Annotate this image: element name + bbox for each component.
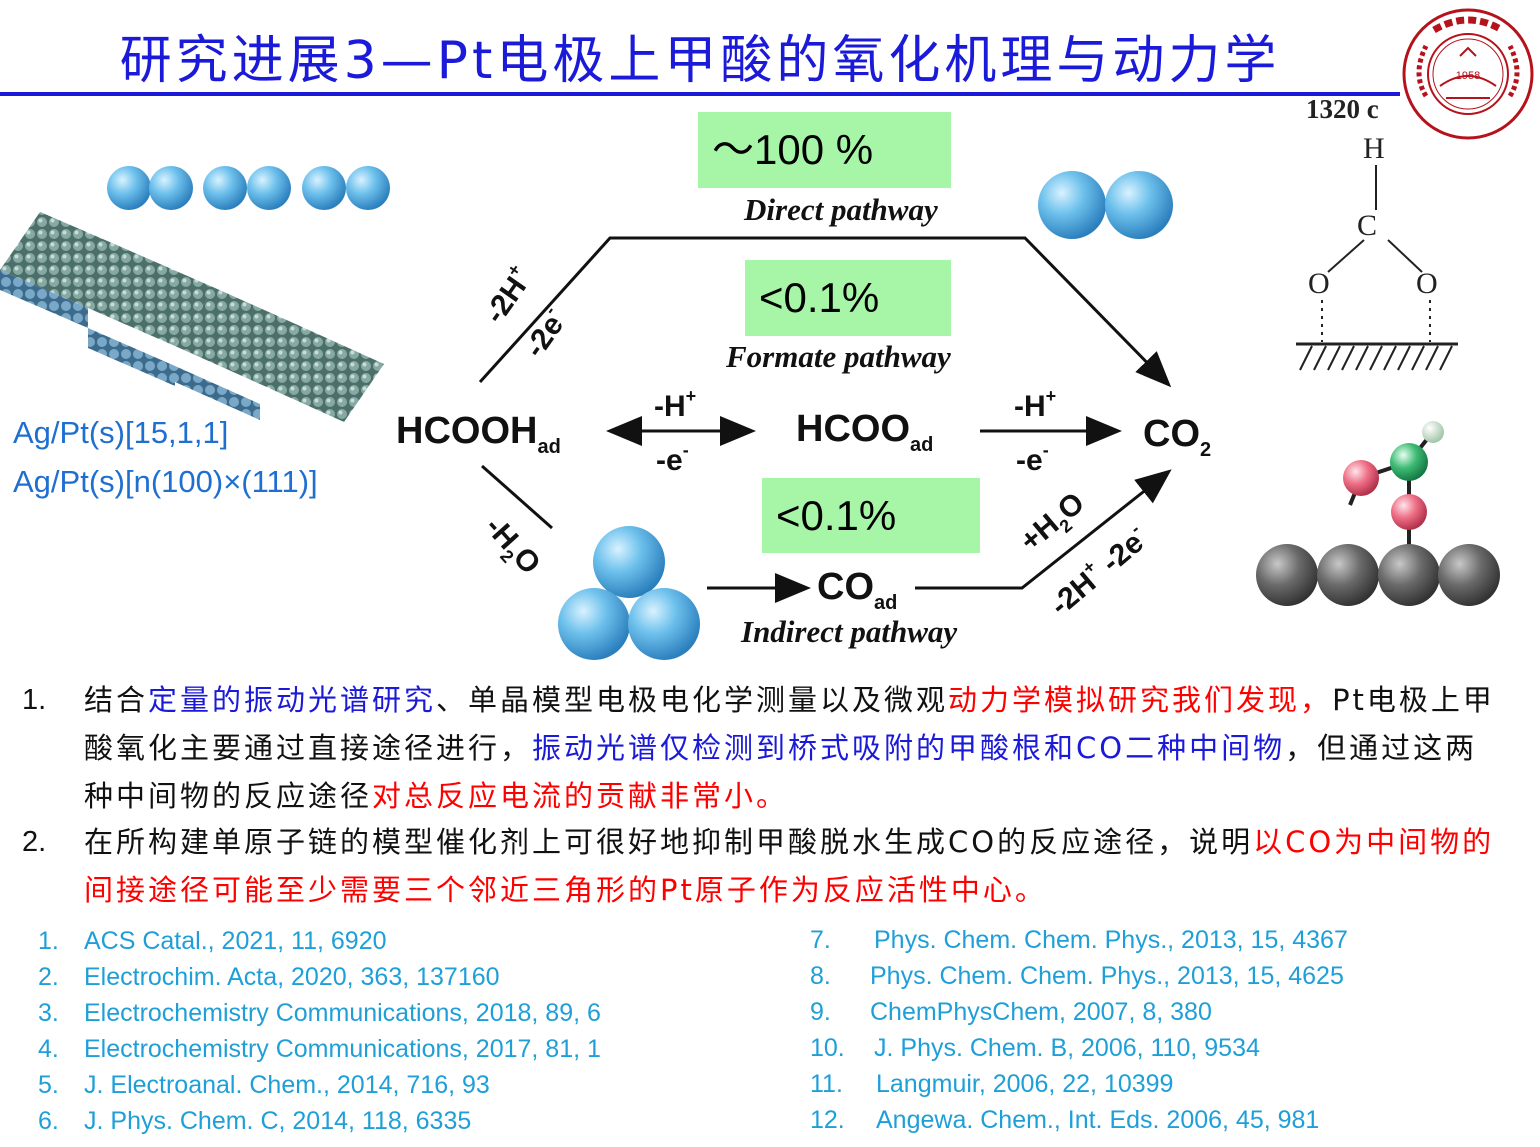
- step-minus-e-left: -e-: [656, 440, 689, 477]
- wavenumber-label: 1320 c: [1306, 94, 1379, 124]
- reference-item: 4.Electrochemistry Communications, 2017,…: [38, 1035, 601, 1063]
- references-right: 7.Phys. Chem. Chem. Phys., 2013, 15, 436…: [810, 922, 1348, 1138]
- species-co2: CO2: [1143, 413, 1212, 461]
- reference-item: 5.J. Electroanal. Chem., 2014, 716, 93: [38, 1071, 490, 1099]
- indirect-pathway-percent: <0.1%: [762, 478, 980, 553]
- direct-pathway-percent: ～100 %: [698, 112, 951, 188]
- dehydration-line: [481, 464, 553, 530]
- atom-h-label: H: [1363, 132, 1385, 165]
- surface-label-1: Ag/Pt(s)[15,1,1]: [13, 415, 229, 450]
- species-co-ad: COad: [817, 566, 898, 614]
- adsorbate-ball-model: [1256, 421, 1500, 606]
- direct-pathway-arrow: [478, 236, 1172, 388]
- reference-item: 12.Angewa. Chem., Int. Eds. 2006, 45, 98…: [810, 1106, 1320, 1134]
- formate-pathway-percent: <0.1%: [745, 260, 951, 336]
- species-hcooh-ad: HCOOHad: [396, 410, 561, 458]
- reference-item: 1.ACS Catal., 2021, 11, 6920: [38, 927, 387, 955]
- step-minus-h-left: -H+: [654, 386, 697, 423]
- title-underline: [0, 92, 1400, 96]
- atom-chain-row: [107, 166, 390, 210]
- reference-item: 9.ChemPhysChem, 2007, 8, 380: [810, 998, 1212, 1026]
- university-logo: 1958: [1400, 6, 1536, 142]
- direct-pathway-label: Direct pathway: [744, 192, 938, 227]
- page-title: 研究进展3—Pt电极上甲酸的氧化机理与动力学: [119, 31, 1281, 91]
- formate-pathway-label: Formate pathway: [726, 339, 951, 374]
- reference-item: 7.Phys. Chem. Chem. Phys., 2013, 15, 436…: [810, 926, 1348, 954]
- reference-item: 6.J. Phys. Chem. C, 2014, 118, 6335: [38, 1107, 472, 1135]
- indirect-pathway-label: Indirect pathway: [741, 614, 958, 649]
- bridge-formate-structure: [1296, 165, 1458, 371]
- logo-year: 1958: [1456, 70, 1480, 82]
- finding-1: 1.结合定量的振动光谱研究、单晶模型电极电化学测量以及微观动力学模拟研究我们发现…: [22, 683, 1495, 813]
- atom-trimer: [558, 526, 700, 660]
- step-minus-e-right: -e-: [1016, 440, 1049, 477]
- atom-dimer: [1038, 171, 1173, 239]
- reference-item: 11.Langmuir, 2006, 22, 10399: [810, 1070, 1174, 1098]
- stepped-surface-slab: [0, 212, 384, 422]
- atom-o-right-label: O: [1416, 267, 1438, 300]
- reference-item: 10.J. Phys. Chem. B, 2006, 110, 9534: [810, 1034, 1260, 1062]
- atom-o-left-label: O: [1308, 267, 1330, 300]
- surface-label-2: Ag/Pt(s)[n(100)×(111)]: [13, 464, 318, 499]
- co-to-co2-arrow: [915, 469, 1172, 590]
- reference-item: 8.Phys. Chem. Chem. Phys., 2013, 15, 462…: [810, 962, 1344, 990]
- atom-c-label: C: [1357, 209, 1378, 242]
- step-minus-h-right: -H+: [1014, 386, 1057, 423]
- reference-item: 2.Electrochim. Acta, 2020, 363, 137160: [38, 963, 500, 991]
- finding-2: 2.在所构建单原子链的模型催化剂上可很好地抑制甲酸脱水生成CO的反应途径，说明以…: [22, 825, 1495, 907]
- references-left: 1.ACS Catal., 2021, 11, 6920 2.Electroch…: [38, 923, 601, 1139]
- reference-item: 3.Electrochemistry Communications, 2018,…: [38, 999, 601, 1027]
- species-hcoo-ad: HCOOad: [796, 408, 934, 456]
